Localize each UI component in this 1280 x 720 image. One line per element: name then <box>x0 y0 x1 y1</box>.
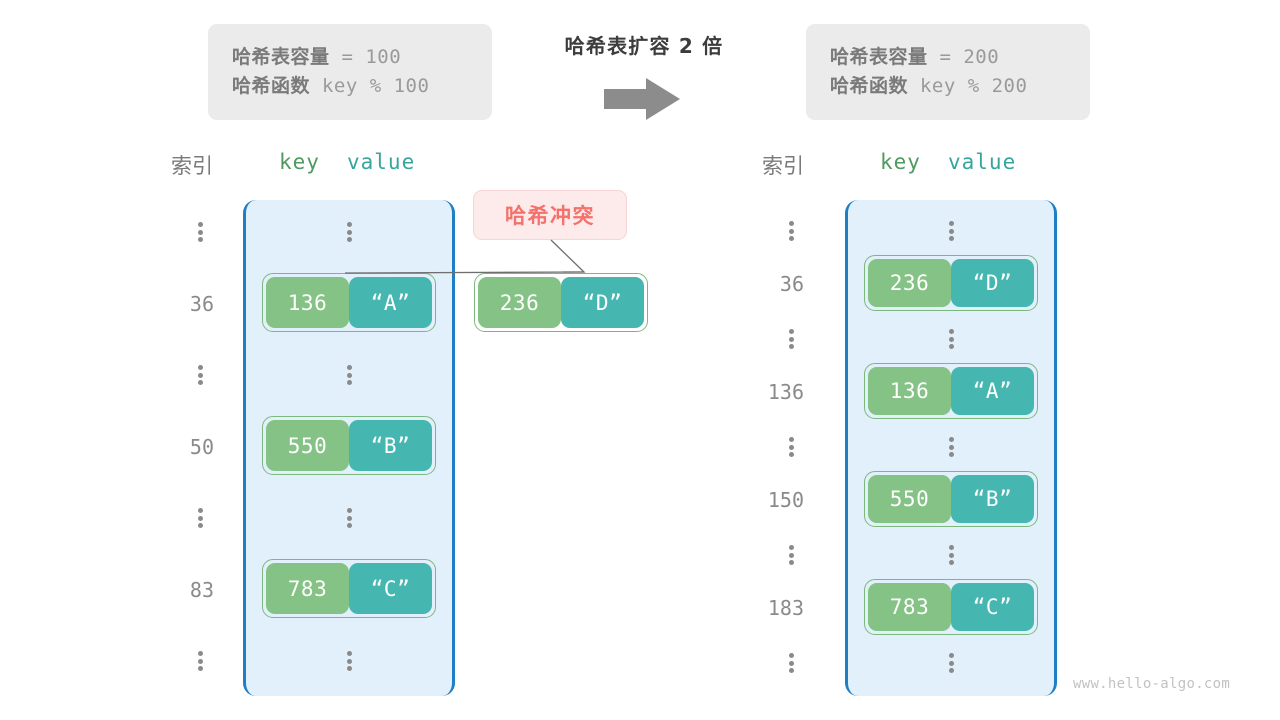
left-index-ellipsis-0 <box>197 222 203 242</box>
expansion-title: 哈希表扩容 2 倍 <box>564 34 724 58</box>
right-arrow-icon <box>604 78 680 120</box>
left-index-ellipsis-1 <box>197 365 203 385</box>
right-capacity-expression: = 200 <box>927 45 1000 68</box>
right-capacity-line: 哈希表容量 = 200 <box>830 43 1066 72</box>
left-entry-50[interactable]: 550 “B” <box>262 416 436 475</box>
collision-entry-value: “D” <box>561 277 644 328</box>
right-row-ellipsis-1 <box>948 329 954 349</box>
left-entry-50-value: “B” <box>349 420 432 471</box>
right-index-36: 36 <box>779 272 804 296</box>
site-watermark: www.hello-algo.com <box>1073 676 1231 692</box>
right-index-ellipsis-0 <box>788 221 794 241</box>
right-header-index: 索引 <box>762 154 804 178</box>
right-entry-36-key: 236 <box>868 259 951 307</box>
right-entry-183-key: 783 <box>868 583 951 631</box>
left-header-value: value <box>347 150 416 174</box>
collision-floating-entry[interactable]: 236 “D” <box>474 273 648 332</box>
left-row-ellipsis-1 <box>346 365 352 385</box>
collision-badge: 哈希冲突 <box>473 190 627 240</box>
left-index-ellipsis-3 <box>197 651 203 671</box>
right-capacity-label: 哈希表容量 <box>830 45 928 68</box>
left-entry-83-key: 783 <box>266 563 349 614</box>
left-header-key: key <box>279 150 320 174</box>
right-entry-136-value: “A” <box>951 367 1034 415</box>
left-entry-36[interactable]: 136 “A” <box>262 273 436 332</box>
left-row-ellipsis-0 <box>346 222 352 242</box>
left-entry-36-value: “A” <box>349 277 432 328</box>
right-header-value: value <box>948 150 1017 174</box>
right-index-183: 183 <box>767 596 804 620</box>
left-capacity-expression: = 100 <box>329 45 402 68</box>
left-entry-50-key: 550 <box>266 420 349 471</box>
right-index-150: 150 <box>767 488 804 512</box>
left-entry-83-value: “C” <box>349 563 432 614</box>
right-entry-183-value: “C” <box>951 583 1034 631</box>
right-entry-150-value: “B” <box>951 475 1034 523</box>
right-function-line: 哈希函数 key % 200 <box>830 72 1066 101</box>
left-header-index: 索引 <box>171 154 213 178</box>
right-header-key: key <box>880 150 921 174</box>
left-function-line: 哈希函数 key % 100 <box>232 72 468 101</box>
right-row-ellipsis-2 <box>948 437 954 457</box>
right-index-ellipsis-2 <box>788 437 794 457</box>
left-index-36: 36 <box>189 292 214 316</box>
left-row-ellipsis-3 <box>346 651 352 671</box>
right-entry-136-key: 136 <box>868 367 951 415</box>
right-row-ellipsis-0 <box>948 221 954 241</box>
left-function-expression: key % 100 <box>310 75 430 97</box>
right-entry-136[interactable]: 136 “A” <box>864 363 1038 419</box>
right-index-ellipsis-1 <box>788 329 794 349</box>
right-entry-183[interactable]: 783 “C” <box>864 579 1038 635</box>
right-index-ellipsis-3 <box>788 545 794 565</box>
left-index-ellipsis-2 <box>197 508 203 528</box>
right-index-136: 136 <box>767 380 804 404</box>
right-hash-config-box: 哈希表容量 = 200 哈希函数 key % 200 <box>806 24 1090 120</box>
left-index-83: 83 <box>189 578 214 602</box>
left-hash-config-box: 哈希表容量 = 100 哈希函数 key % 100 <box>208 24 492 120</box>
left-function-label: 哈希函数 <box>232 75 311 97</box>
right-index-ellipsis-4 <box>788 653 794 673</box>
right-entry-36[interactable]: 236 “D” <box>864 255 1038 311</box>
right-function-expression: key % 200 <box>908 75 1028 97</box>
right-row-ellipsis-3 <box>948 545 954 565</box>
collision-entry-key: 236 <box>478 277 561 328</box>
right-function-label: 哈希函数 <box>830 75 909 97</box>
right-entry-150[interactable]: 550 “B” <box>864 471 1038 527</box>
left-index-50: 50 <box>189 435 214 459</box>
left-capacity-line: 哈希表容量 = 100 <box>232 43 468 72</box>
right-row-ellipsis-4 <box>948 653 954 673</box>
left-row-ellipsis-2 <box>346 508 352 528</box>
left-entry-83[interactable]: 783 “C” <box>262 559 436 618</box>
left-capacity-label: 哈希表容量 <box>232 45 330 68</box>
right-entry-150-key: 550 <box>868 475 951 523</box>
left-entry-36-key: 136 <box>266 277 349 328</box>
right-entry-36-value: “D” <box>951 259 1034 307</box>
